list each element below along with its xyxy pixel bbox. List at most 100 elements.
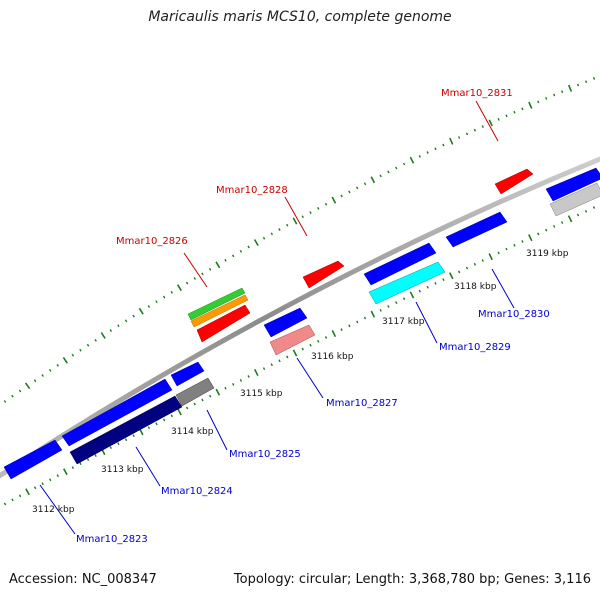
gene-label-2831[interactable]: Mmar10_2831 — [441, 88, 513, 99]
gene-labels: Mmar10_2823 Mmar10_2824 Mmar10_2825 Mmar… — [76, 88, 550, 545]
gene-label-2827[interactable]: Mmar10_2827 — [326, 398, 398, 409]
inner-ring-tick — [25, 488, 30, 496]
inner-ring-tick — [317, 339, 320, 343]
inner-ring-tick — [215, 388, 221, 396]
leader-2827 — [296, 357, 324, 399]
leader-2828 — [284, 196, 308, 237]
gene-label-2829[interactable]: Mmar10_2829 — [439, 342, 511, 353]
inner-ring-tick — [71, 466, 75, 470]
inner-ring-tick — [147, 426, 151, 430]
outer-ring-tick — [488, 119, 493, 127]
outer-ring-tick — [278, 228, 281, 231]
gene-mmar10-2826a[interactable] — [187, 287, 246, 321]
inner-ring-tick — [465, 266, 469, 270]
inner-ring-tick — [201, 398, 204, 402]
topology-text: Topology: circular; Length: 3,368,780 bp… — [233, 572, 591, 587]
inner-ring-tick — [402, 297, 406, 301]
gene-fwd-2825[interactable] — [61, 378, 173, 447]
inner-ring-tick — [552, 224, 556, 228]
outer-ring-tick — [348, 190, 351, 194]
gene-label-2824[interactable]: Mmar10_2824 — [161, 486, 233, 497]
gene-mmar10-2824[interactable] — [69, 395, 183, 465]
outer-ring-tick — [567, 84, 573, 92]
inner-ring-tick — [3, 502, 7, 506]
inner-ring-tick — [567, 215, 573, 223]
inner-ring-tick — [162, 418, 166, 422]
gene-mmar10-2826b[interactable] — [190, 294, 249, 328]
outer-ring-tick — [370, 176, 376, 184]
gene-mmar10-2829[interactable] — [368, 261, 446, 305]
gene-label-2828[interactable]: Mmar10_2828 — [216, 185, 288, 196]
outer-ring-tick — [71, 353, 75, 357]
inner-ring-tick — [505, 247, 508, 251]
inner-ring-tick — [79, 462, 82, 466]
inner-ring-tick — [62, 468, 68, 476]
leader-2829 — [415, 301, 438, 344]
kbp-labels: 3112 kbp 3113 kbp 3114 kbp 3115 kbp 3116… — [32, 249, 569, 515]
gene-label-2826[interactable]: Mmar10_2826 — [116, 236, 188, 247]
inner-ring-tick — [117, 442, 120, 446]
outer-ring-tick — [193, 277, 197, 280]
inner-ring-tick — [292, 349, 298, 357]
outer-ring-tick — [24, 382, 31, 390]
inner-ring-tick — [124, 438, 128, 442]
inner-ring-tick — [208, 394, 212, 398]
gene-fwd-2830[interactable] — [445, 211, 508, 248]
outer-ring-tick — [379, 174, 382, 178]
outer-ring-tick — [231, 254, 235, 258]
gene-fwd-2823[interactable] — [3, 439, 63, 480]
gene-fwd-2815[interactable] — [170, 361, 205, 387]
inner-ring-tick — [448, 272, 454, 280]
inner-ring-tick — [426, 285, 429, 289]
kbp-label-3112: 3112 kbp — [32, 505, 75, 515]
outer-ring-tick — [324, 202, 328, 206]
gene-fwd-2829[interactable] — [363, 242, 437, 286]
outer-ring-tick — [262, 236, 266, 240]
gene-mmar10-2831[interactable] — [494, 168, 534, 195]
gene-rev-2833[interactable] — [549, 182, 600, 217]
outer-ring-tick — [162, 295, 166, 299]
outer-ring-tick — [247, 245, 250, 249]
inner-ring-tick — [224, 386, 227, 390]
leader-2824 — [135, 446, 161, 487]
gene-label-2825[interactable]: Mmar10_2825 — [229, 449, 301, 460]
outer-ring-tick — [473, 128, 477, 132]
kbp-label-3117: 3117 kbp — [382, 317, 425, 327]
reverse-genes — [69, 182, 600, 465]
map-title: Maricaulis maris MCS10, complete genome — [148, 9, 452, 25]
inner-ring-tick — [521, 240, 524, 243]
outer-ring-tick — [309, 211, 312, 214]
outer-ring-tick — [576, 83, 580, 87]
inner-ring-tick — [193, 402, 196, 406]
outer-ring-tick — [62, 356, 68, 364]
kbp-label-3118: 3118 kbp — [454, 282, 497, 292]
inner-ring-tick — [177, 408, 182, 416]
gene-fwd-2832[interactable] — [545, 167, 600, 202]
gene-fwd-2827[interactable] — [263, 307, 308, 338]
inner-ring-tick — [48, 478, 52, 482]
leader-2823 — [39, 484, 76, 535]
gene-mmar10-2828[interactable] — [302, 260, 345, 289]
gene-label-2823[interactable]: Mmar10_2823 — [76, 534, 148, 545]
outer-ring-tick — [270, 232, 274, 236]
outer-ring-tick — [481, 125, 484, 128]
outer-ring-tick — [426, 151, 429, 154]
inner-ring-tick — [370, 310, 376, 318]
inner-ring-tick — [253, 369, 259, 377]
outer-ring-tick — [537, 100, 540, 104]
outer-ring-tick — [457, 136, 461, 139]
gene-label-2830[interactable]: Mmar10_2830 — [478, 309, 550, 320]
inner-ring-tick — [185, 406, 189, 410]
outer-ring-tick — [18, 389, 22, 393]
outer-ring-tick — [317, 206, 320, 210]
kbp-label-3113: 3113 kbp — [101, 465, 144, 475]
inner-ring-tick — [331, 330, 337, 338]
outer-ring-tick — [124, 319, 128, 323]
gene-mmar10-2827[interactable] — [269, 324, 316, 356]
outer-ring-tick — [292, 217, 298, 225]
inner-ring-tick — [340, 328, 343, 332]
inner-ring-tick — [457, 270, 461, 274]
gene-mmar10-2826[interactable] — [196, 304, 251, 343]
outer-ring-tick — [117, 324, 120, 328]
gene-mmar10-2825[interactable] — [175, 377, 215, 407]
